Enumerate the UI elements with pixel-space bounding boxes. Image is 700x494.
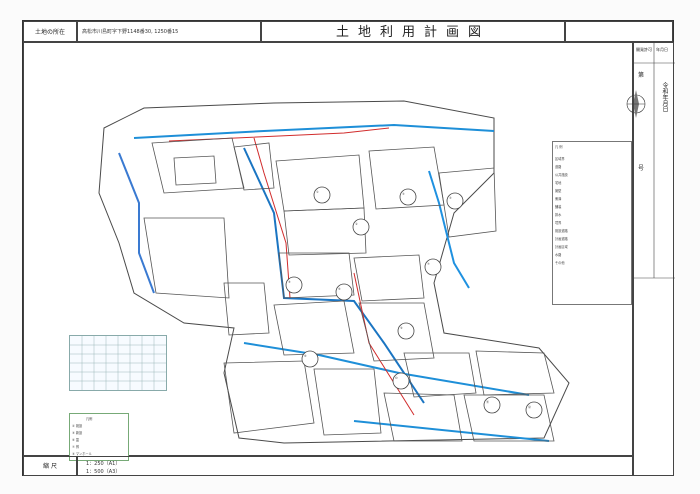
central-road <box>243 147 425 404</box>
legend-item: 排水 <box>555 213 562 217</box>
lot-label: ⑪ <box>486 399 489 404</box>
approval-number-label: 第 <box>638 72 645 79</box>
title-blank-cell <box>565 21 673 42</box>
symbol-row: ④ 既設 <box>72 424 83 428</box>
lot-label: ⑤ <box>288 280 291 284</box>
approval-date-vertical: 令和年月日 <box>661 82 668 112</box>
lot-label: ④ <box>449 196 452 200</box>
legend-item: 擁壁 <box>555 189 562 193</box>
scale-line-2: 1：500（A3） <box>86 469 121 475</box>
main-road-left <box>118 152 155 294</box>
legend-item: 側溝 <box>555 197 562 201</box>
project-boundary <box>98 100 570 444</box>
lot-label: ① <box>316 190 319 194</box>
symbol-table-title: 凡例 <box>86 417 93 421</box>
lot-label: ⑥ <box>338 287 341 291</box>
location-label: 土地の所在 <box>23 21 77 42</box>
site-plan-map: ① ② ③ ④ ⑤ ⑥ ⑦ ⑧ ⑨ ⑩ ⑪ ⑫ <box>23 42 633 456</box>
legend-item: 計画区域 <box>555 245 568 249</box>
symbol-row: ⑤ 新設 <box>72 431 83 435</box>
legend-item: 既設道路 <box>555 229 568 233</box>
symbol-row: ⑦ 桝 <box>72 445 80 449</box>
legend-item: その他 <box>555 261 565 265</box>
north-arrow <box>623 88 649 120</box>
south-road <box>353 420 550 442</box>
legend-title: 凡 例 <box>555 145 563 149</box>
scale-line-1: 1：250（A1） <box>86 461 121 467</box>
approval-issue-label: 号 <box>638 165 645 172</box>
lot-label: ⑨ <box>400 326 403 330</box>
main-road-top <box>133 123 495 139</box>
legend-item: 計画道路 <box>555 237 568 241</box>
lot-label: ⑦ <box>427 262 430 266</box>
legend-item: 公共施設 <box>555 173 568 177</box>
lot-label: ⑧ <box>304 354 307 358</box>
lower-road <box>243 342 530 396</box>
lot-label: ② <box>355 222 358 226</box>
parcel-lines <box>143 137 555 442</box>
lot-labels: ① ② ③ ④ ⑤ ⑥ ⑦ ⑧ ⑨ ⑩ ⑪ ⑫ <box>288 190 531 409</box>
legend-box: 凡 例 区域界 道路 公共施設 宅地 擁壁 側溝 舗装 排水 境界 既設道路 計… <box>552 141 632 305</box>
legend-item: 舗装 <box>555 205 562 209</box>
approval-column: 開発許可 年月日 第 令和年月日 号 <box>633 42 675 476</box>
scale-label: 縮 尺 <box>23 456 77 476</box>
symbol-table: 凡例 ④ 既設 ⑤ 新設 ⑥ 蓋 ⑦ 桝 ⑧ マンホール <box>69 413 129 461</box>
lot-markers <box>285 186 543 419</box>
location-value: 高松市川島町字下野1148番30, 1250番15 <box>77 21 261 42</box>
symbol-row: ⑥ 蓋 <box>72 438 80 442</box>
legend-item: 水路 <box>555 253 562 257</box>
east-road <box>428 170 470 289</box>
lot-label: ⑫ <box>528 404 531 409</box>
legend-item: 道路 <box>555 165 562 169</box>
lot-label: ③ <box>402 192 405 196</box>
approval-head-left: 開発許可 <box>636 47 652 52</box>
legend-item: 宅地 <box>555 181 562 185</box>
red-boundary-line <box>168 127 415 416</box>
drawing-frame: 土地の所在 高松市川島町字下野1148番30, 1250番15 土地利用計画図 <box>22 20 675 476</box>
approval-head-right: 年月日 <box>656 47 668 52</box>
scale-values: 1：250（A1） 1：500（A3） <box>77 456 633 476</box>
symbol-row: ⑧ マンホール <box>72 452 92 456</box>
legend-item: 区域界 <box>555 157 565 161</box>
page-title: 土地利用計画図 <box>261 21 565 42</box>
site-plan-drawing: ① ② ③ ④ ⑤ ⑥ ⑦ ⑧ ⑨ ⑩ ⑪ ⑫ <box>98 100 570 444</box>
lot-label: ⑩ <box>395 376 398 380</box>
statistics-table <box>69 335 167 391</box>
legend-item: 境界 <box>555 221 562 225</box>
